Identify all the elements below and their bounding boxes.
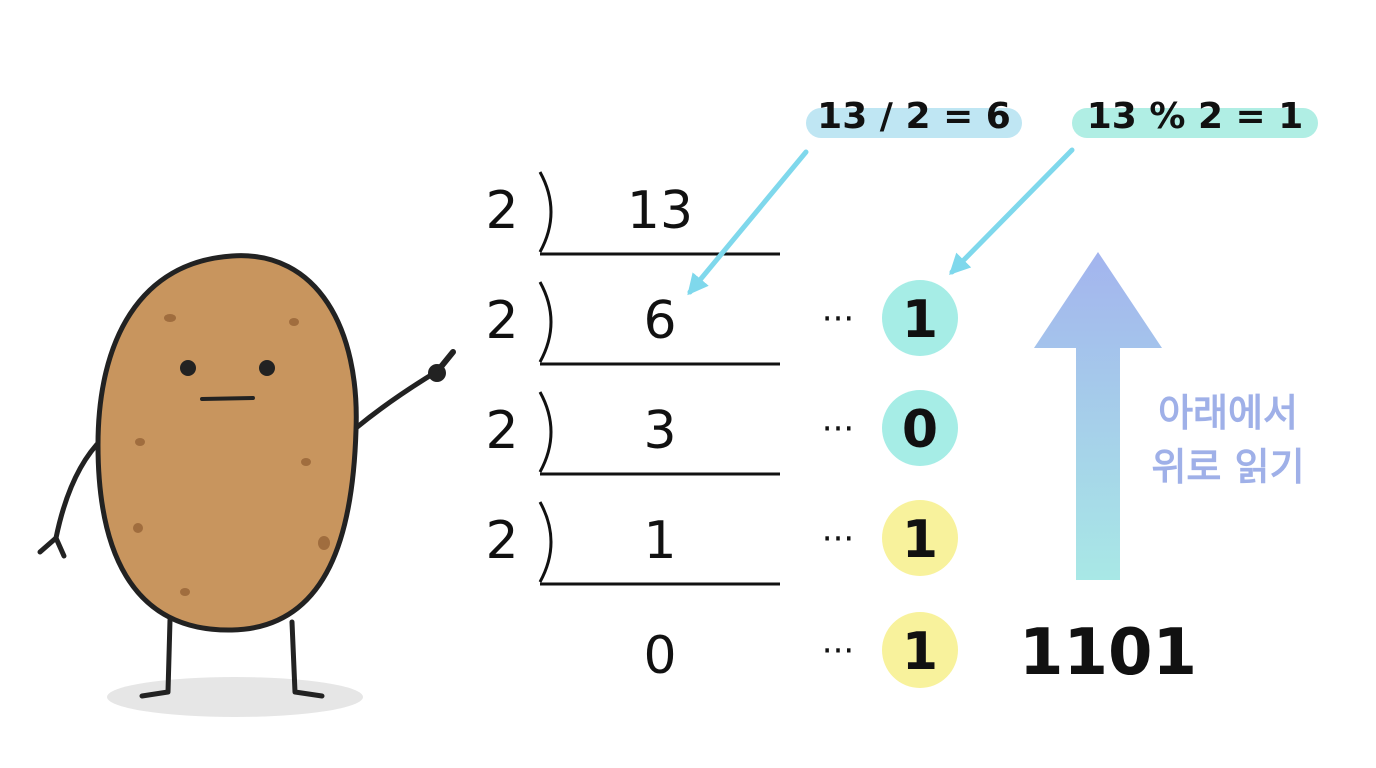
remainder-badge-2 [882, 390, 958, 466]
bracket-row-3 [538, 391, 553, 473]
read-direction-line-2: 위로 읽기 [1151, 445, 1304, 489]
remainder-dots-1: ··· [822, 299, 854, 339]
bracket-row-1 [538, 171, 553, 253]
right-eye [259, 360, 275, 376]
dividend-row-4: 1 [643, 511, 676, 571]
dividend-row-2: 6 [643, 291, 676, 351]
binary-result: 1101 [1019, 616, 1197, 690]
remainder-value-4: 1 [902, 622, 938, 682]
divisor-row-2: 2 [485, 291, 518, 351]
remainder-value-2: 0 [902, 400, 938, 460]
left-eye [180, 360, 196, 376]
dividend-row-1: 13 [627, 181, 693, 241]
remainder-dots-3: ··· [822, 519, 854, 559]
remainder-callout-text: 13 % 2 = 1 [1087, 96, 1304, 137]
remainder-badge-1 [882, 280, 958, 356]
divisor-row-1: 2 [485, 181, 518, 241]
pointing-finger [437, 349, 456, 371]
bracket-row-2 [538, 281, 553, 363]
up-arrow-icon [1034, 252, 1162, 580]
left-hand [37, 535, 67, 559]
remainder-callout: 13 % 2 = 1 [949, 96, 1318, 275]
remainder-dots-2: ··· [822, 409, 854, 449]
quotient-callout-highlight [806, 108, 1022, 138]
final-quotient: 0 [643, 626, 676, 686]
divisor-row-3: 2 [485, 401, 518, 461]
mouth [200, 396, 255, 401]
divisor-row-4: 2 [485, 511, 518, 571]
dividend-row-3: 3 [643, 401, 676, 461]
right-arm [353, 369, 439, 431]
remainders-column: ··· 1 ··· 0 ··· 1 ··· 1 [822, 280, 958, 688]
right-leg [289, 619, 325, 699]
remainder-callout-highlight [1072, 108, 1318, 138]
read-direction-label: 아래에서 위로 읽기 [1151, 391, 1304, 489]
bracket-row-4 [538, 501, 553, 583]
remainder-value-1: 1 [902, 290, 938, 350]
ground-shadow [107, 677, 363, 717]
remainder-badge-4 [882, 612, 958, 688]
left-leg [139, 617, 173, 699]
quotient-callout-arrow [687, 149, 809, 296]
remainder-dots-4: ··· [822, 631, 854, 671]
potato-character [37, 253, 456, 717]
potato-body [95, 253, 359, 633]
remainder-value-3: 1 [902, 510, 938, 570]
remainder-badge-3 [882, 500, 958, 576]
quotient-callout-text: 13 / 2 = 6 [817, 96, 1011, 137]
quotient-callout: 13 / 2 = 6 [687, 96, 1022, 296]
division-ladder: 2 13 2 6 2 3 2 1 0 [485, 171, 780, 686]
remainder-callout-arrow [949, 147, 1075, 275]
read-direction-line-1: 아래에서 [1158, 391, 1298, 435]
